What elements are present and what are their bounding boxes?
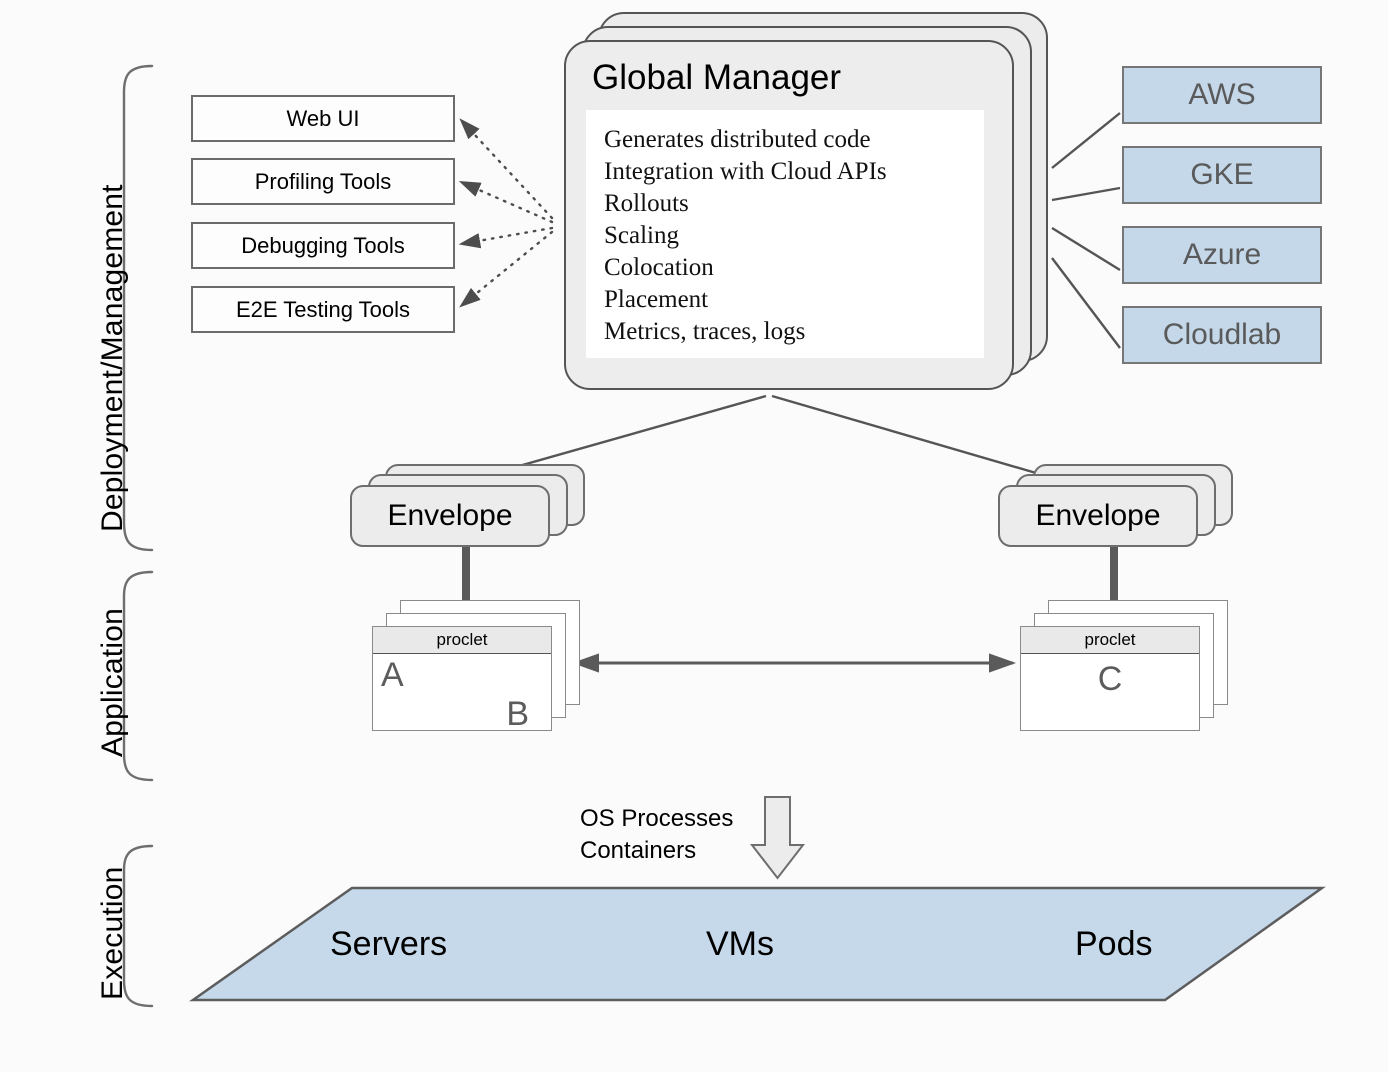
global-manager-capabilities: Generates distributed code Integration w…	[586, 110, 984, 358]
proclet-body: A B	[373, 654, 551, 733]
annotation-line-os-processes: OS Processes	[580, 805, 734, 832]
global-manager-title: Global Manager	[592, 58, 842, 97]
platform-label-vms: VMs	[706, 925, 774, 963]
gm-to-clouds-connectors	[1051, 112, 1121, 349]
cloud-box-aws[interactable]: AWS	[1122, 66, 1322, 124]
envelope-right-stem	[1110, 547, 1118, 605]
proclet-card-front: proclet C	[1020, 626, 1200, 731]
execution-platform-parallelogram	[189, 886, 1326, 1002]
execution-annotation: OS Processes Containers	[580, 803, 733, 866]
cloud-box-cloudlab[interactable]: Cloudlab	[1122, 306, 1322, 364]
proclet-card-front: proclet A B	[372, 626, 552, 733]
annotation-line-containers: Containers	[580, 836, 697, 864]
down-arrow-icon	[749, 796, 806, 880]
capability-item: Colocation	[604, 254, 714, 281]
proclet-header: proclet	[373, 627, 551, 654]
layer-bracket-execution	[122, 844, 154, 1008]
proclet-group-left[interactable]: proclet A B	[372, 600, 582, 733]
layer-bracket-application	[122, 570, 154, 782]
capability-item: Rollouts	[604, 190, 689, 217]
tool-box-debugging-tools[interactable]: Debugging Tools	[191, 222, 455, 269]
envelope-left-stem	[462, 547, 470, 605]
proclet-component-b: B	[506, 695, 529, 733]
tool-box-web-ui[interactable]: Web UI	[191, 95, 455, 142]
capability-item: Placement	[604, 286, 709, 313]
global-manager-stack[interactable]: Global Manager Generates distributed cod…	[560, 12, 1060, 404]
platform-label-servers: Servers	[330, 925, 448, 963]
capability-item: Scaling	[604, 222, 679, 249]
global-manager-card-front: Global Manager Generates distributed cod…	[564, 40, 1014, 390]
proclet-component-c: C	[1097, 660, 1123, 698]
layer-bracket-deployment	[122, 64, 154, 552]
gm-to-tools-connectors	[458, 118, 554, 308]
envelope-label-left: Envelope	[350, 485, 550, 547]
layer-label-execution: Execution	[96, 866, 129, 1000]
envelope-left-stack[interactable]: Envelope	[350, 464, 590, 554]
proclet-body: C	[1021, 654, 1199, 730]
platform-label-pods: Pods	[1075, 925, 1153, 963]
capability-item: Metrics, traces, logs	[604, 318, 806, 345]
layer-label-deployment: Deployment/Management	[96, 184, 129, 532]
capability-item: Integration with Cloud APIs	[604, 158, 887, 185]
proclet-header: proclet	[1021, 627, 1199, 654]
envelope-label-right: Envelope	[998, 485, 1198, 547]
tool-box-profiling-tools[interactable]: Profiling Tools	[191, 158, 455, 205]
tool-box-e2e-testing-tools[interactable]: E2E Testing Tools	[191, 286, 455, 333]
envelope-right-stack[interactable]: Envelope	[998, 464, 1238, 554]
cloud-box-azure[interactable]: Azure	[1122, 226, 1322, 284]
proclet-component-a: A	[381, 656, 404, 694]
proclet-group-right[interactable]: proclet C	[1020, 600, 1230, 731]
capability-item: Generates distributed code	[604, 126, 871, 153]
layer-label-application: Application	[96, 608, 129, 757]
cloud-box-gke[interactable]: GKE	[1122, 146, 1322, 204]
